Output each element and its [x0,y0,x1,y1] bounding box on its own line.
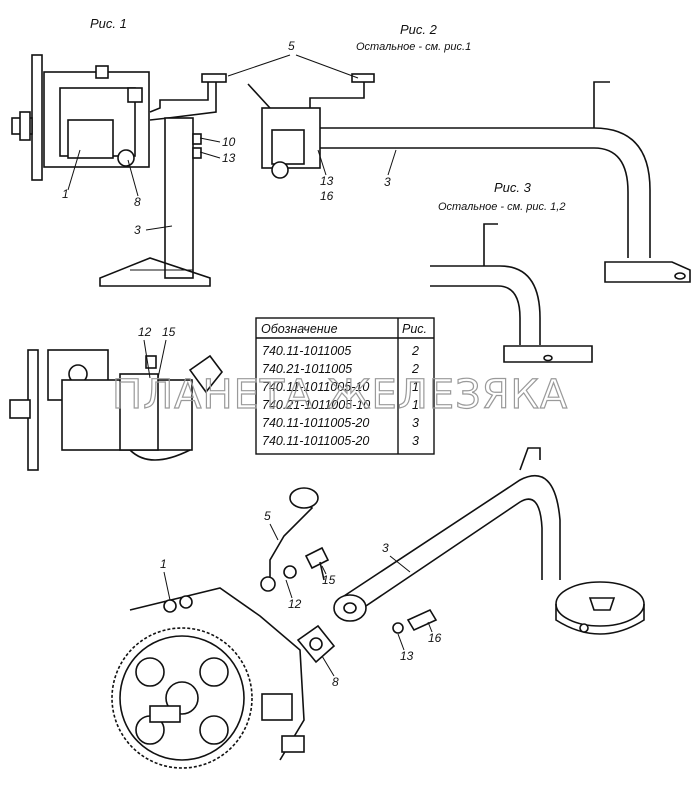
table-header-figure: Рис. [402,322,427,336]
table-cell: 2 [411,362,419,376]
figure-2-note: Остальное - см. рис.1 [356,41,471,53]
figure-2-drawing [247,73,691,283]
table-cell: 740.21-1011005 [262,362,352,376]
callout-8-exploded: 8 [332,675,339,689]
side-view-drawing [9,349,224,471]
callout-5: 5 [288,39,295,53]
table-cell: 740.11-1011005-20 [262,416,369,430]
table-cell: 1 [412,398,419,412]
table-cell: 740.11-1011005-10 [262,380,369,394]
callout-15: 15 [162,325,176,339]
callout-13: 13 [222,151,236,165]
table-header-designation: Обозначение [261,322,338,336]
table-cell: 1 [412,380,419,394]
callout-3-exploded: 3 [382,541,389,555]
figure-3-title: Рис. 3 [494,180,532,195]
table-cell: 740.11-1011005-20 [262,434,369,448]
callout-10: 10 [222,135,236,149]
callout-1-exploded: 1 [160,557,167,571]
callout-8: 8 [134,195,141,209]
callout-5-exploded: 5 [264,509,271,523]
designation-table: Обозначение Рис. 740.11-1011005 2 740.21… [255,317,435,455]
figure-3-drawing [430,223,593,363]
exploded-view-drawing [111,447,645,769]
callout-12: 12 [138,325,152,339]
table-cell: 740.11-1011005 [262,344,351,358]
callout-15-exploded: 15 [322,573,336,587]
figure-2-title: Рис. 2 [400,22,438,37]
watermark: ПЛАНЕТА ЖЕЛЕЗЯКА [112,372,568,418]
table-cell: 2 [411,344,419,358]
figure-1-drawing [11,54,227,287]
callout-13-exploded: 13 [400,649,414,663]
callout-1: 1 [62,187,69,201]
table-cell: 740.21-1011005-10 [262,398,370,412]
callout-3: 3 [134,223,141,237]
callout-12-exploded: 12 [288,597,302,611]
table-cell: 3 [412,434,419,448]
callout-3-fig2: 3 [384,175,391,189]
figure-1-title: Рис. 1 [90,16,127,31]
callout-13-fig2: 13 [320,174,334,188]
table-cell: 3 [412,416,419,430]
callout-16: 16 [320,189,334,203]
callout-16-exploded: 16 [428,631,442,645]
figure-3-note: Остальное - см. рис. 1,2 [438,201,565,213]
